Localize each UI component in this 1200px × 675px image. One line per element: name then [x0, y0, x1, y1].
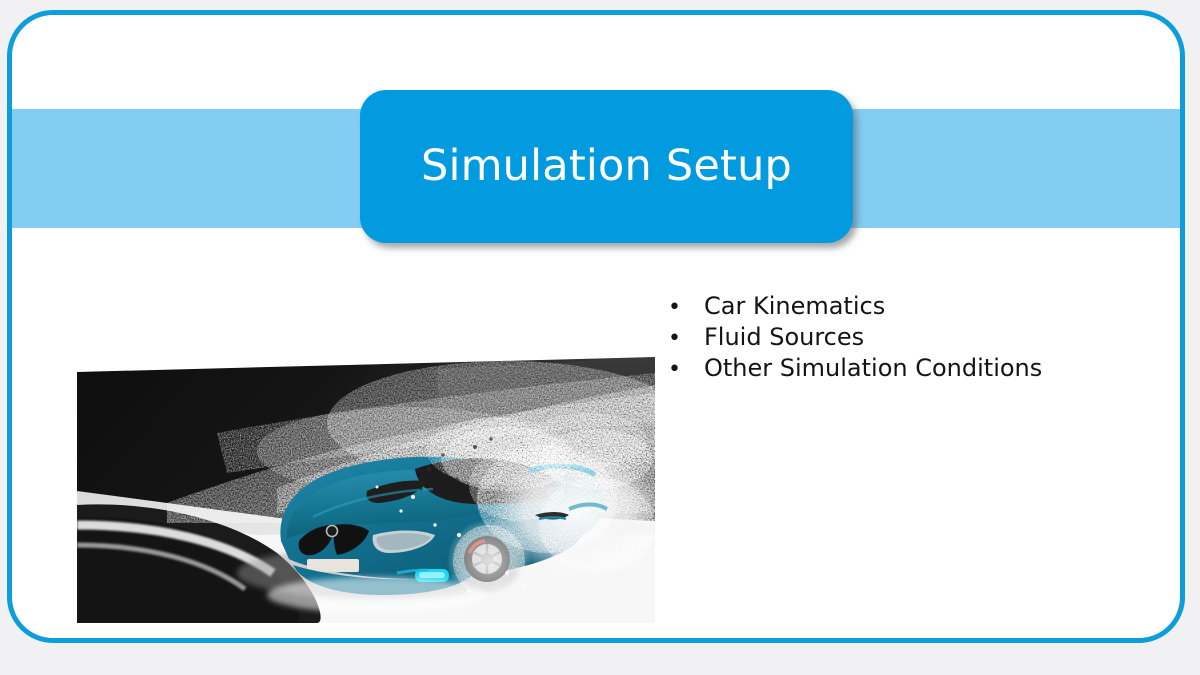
bullet-list: • Car Kinematics • Fluid Sources • Other…: [663, 291, 1143, 384]
bullet-label: Fluid Sources: [704, 323, 865, 351]
simulation-figure: Particle fluid simulation of a blue spor…: [77, 273, 655, 623]
list-item: • Other Simulation Conditions: [663, 353, 1143, 384]
slide-frame: Simulation Setup: [7, 10, 1185, 643]
slide-title-box: Simulation Setup: [360, 90, 853, 243]
bullet-label: Other Simulation Conditions: [704, 354, 1043, 382]
bullet-icon: •: [668, 357, 681, 382]
bullet-label: Car Kinematics: [704, 292, 886, 320]
car-fluid-simulation-render: [77, 273, 655, 623]
bullet-icon: •: [668, 326, 681, 351]
list-item: • Car Kinematics: [663, 291, 1143, 322]
bullet-icon: •: [668, 295, 681, 320]
list-item: • Fluid Sources: [663, 322, 1143, 353]
page-title: Simulation Setup: [420, 141, 793, 191]
